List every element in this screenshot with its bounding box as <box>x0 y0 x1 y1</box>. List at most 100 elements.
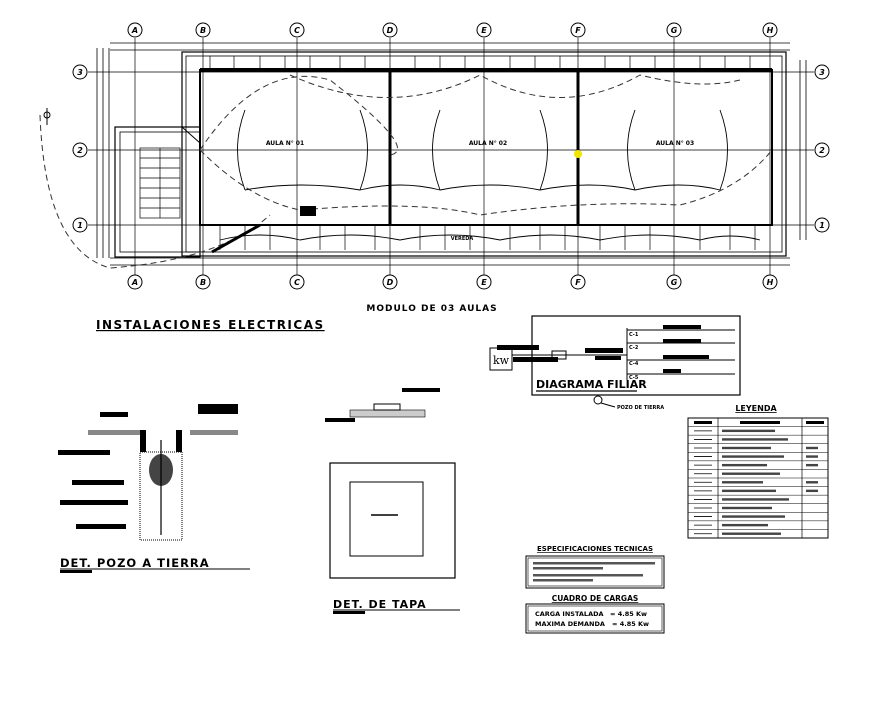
axis-bubble <box>195 22 211 38</box>
legend-value <box>806 463 818 467</box>
axis-label: B <box>200 26 206 35</box>
specifications: ESPECIFICACIONES TECNICAS <box>525 545 665 589</box>
axis-bubble <box>762 274 778 290</box>
legend-header <box>694 421 712 424</box>
single-line-diagram: kw C-1 C-2 C-4 C-5 DIAGRAMA FILIAR POZO … <box>489 315 741 411</box>
stairs <box>139 147 181 219</box>
legend-value <box>806 455 818 458</box>
legend-description <box>722 532 781 535</box>
axis-label: 3 <box>77 68 83 77</box>
axis-label: E <box>481 278 487 287</box>
circuit-label: C-5 <box>629 375 639 381</box>
axis-label: G <box>671 26 678 35</box>
axis-label: 3 <box>819 68 825 77</box>
axis-label: A <box>131 26 138 35</box>
legend-description <box>722 438 788 441</box>
legend-description <box>722 498 789 501</box>
lighting-circuits <box>39 74 773 269</box>
axis-bubble <box>814 142 830 158</box>
distribution-board-icon <box>300 206 316 216</box>
axis-label: H <box>767 278 774 287</box>
axis-bubble <box>476 274 492 290</box>
legend-value <box>806 481 818 484</box>
corridor-label: VEREDA <box>451 236 474 242</box>
axis-label: D <box>387 26 394 35</box>
loads-title: CUADRO DE CARGAS <box>552 594 639 603</box>
load-table: CUADRO DE CARGAS CARGA INSTALADA = 4.85 … <box>525 594 665 634</box>
axis-label: D <box>387 278 394 287</box>
plan-title: MODULO DE 03 AULAS <box>366 304 497 314</box>
axis-bubble <box>127 22 143 38</box>
axis-label: F <box>575 278 581 287</box>
axis-bubble <box>814 64 830 80</box>
load-value: = 4.85 Kw <box>610 610 647 618</box>
cover-title: DET. DE TAPA <box>333 598 427 611</box>
legend: LEYENDA <box>687 404 829 539</box>
axis-bubble <box>382 274 398 290</box>
legend-title: LEYENDA <box>735 404 777 413</box>
axis-label: 2 <box>77 146 83 155</box>
legend-description <box>722 463 767 467</box>
legend-description <box>722 429 775 433</box>
ground-well-icon <box>43 111 51 119</box>
ground-well-label: POZO DE TIERRA <box>617 405 664 411</box>
axis-bubble <box>570 274 586 290</box>
circuit-label: C-1 <box>629 332 639 338</box>
specs-title: ESPECIFICACIONES TECNICAS <box>537 545 653 553</box>
legend-value <box>806 446 818 450</box>
axis-bubble <box>476 22 492 38</box>
load-value: = 4.85 Kw <box>612 620 649 628</box>
circuit-label: C-2 <box>629 345 639 351</box>
room-label: AULA N° 01 <box>266 140 304 147</box>
axis-bubble <box>762 22 778 38</box>
room-label: AULA N° 03 <box>656 140 694 147</box>
axis-label: E <box>481 26 487 35</box>
axis-bubble <box>72 142 88 158</box>
axis-label: C <box>294 26 300 35</box>
axis-bubble <box>814 217 830 233</box>
ground-well-title: DET. POZO A TIERRA <box>60 556 210 570</box>
legend-description <box>722 455 784 458</box>
axis-label: A <box>131 278 138 287</box>
axis-bubble <box>666 22 682 38</box>
axis-grid: A A B B C C D D E E F F G G H H 3 3 2 2 1 1 <box>72 22 830 290</box>
axis-bubble <box>72 217 88 233</box>
legend-description <box>722 506 772 510</box>
axis-bubble <box>72 64 88 80</box>
axis-label: 2 <box>819 146 825 155</box>
axis-label: F <box>575 26 581 35</box>
legend-value <box>806 489 818 493</box>
legend-header <box>806 421 824 424</box>
cover-detail: DET. DE TAPA <box>325 388 460 614</box>
load-label: MAXIMA DEMANDA <box>535 620 605 628</box>
axis-bubble <box>195 274 211 290</box>
legend-description <box>722 446 771 450</box>
load-label: CARGA INSTALADA <box>535 610 604 618</box>
legend-description <box>722 472 780 475</box>
legend-description <box>722 489 776 493</box>
axis-bubble <box>289 22 305 38</box>
axis-label: 1 <box>77 221 83 230</box>
highlight-marker <box>574 150 582 158</box>
legend-description <box>722 523 768 527</box>
room-label: AULA N° 02 <box>469 140 507 147</box>
axis-label: B <box>200 278 206 287</box>
axis-bubble <box>570 22 586 38</box>
axis-bubble <box>382 22 398 38</box>
axis-label: C <box>294 278 300 287</box>
legend-description <box>722 481 763 484</box>
meter-label: kw <box>493 354 510 367</box>
axis-label: H <box>767 26 774 35</box>
dimension-lines <box>96 42 807 266</box>
circuit-label: C-4 <box>629 361 639 367</box>
ground-well-detail: DET. POZO A TIERRA <box>58 404 250 573</box>
ground-well-icon <box>593 395 603 405</box>
legend-description <box>722 515 785 518</box>
axis-label: 1 <box>819 221 825 230</box>
axis-bubble <box>289 274 305 290</box>
axis-label: G <box>671 278 678 287</box>
axis-bubble <box>666 274 682 290</box>
room-labels: AULA N° 01 AULA N° 02 AULA N° 03 VEREDA <box>266 140 694 242</box>
axis-bubble <box>127 274 143 290</box>
